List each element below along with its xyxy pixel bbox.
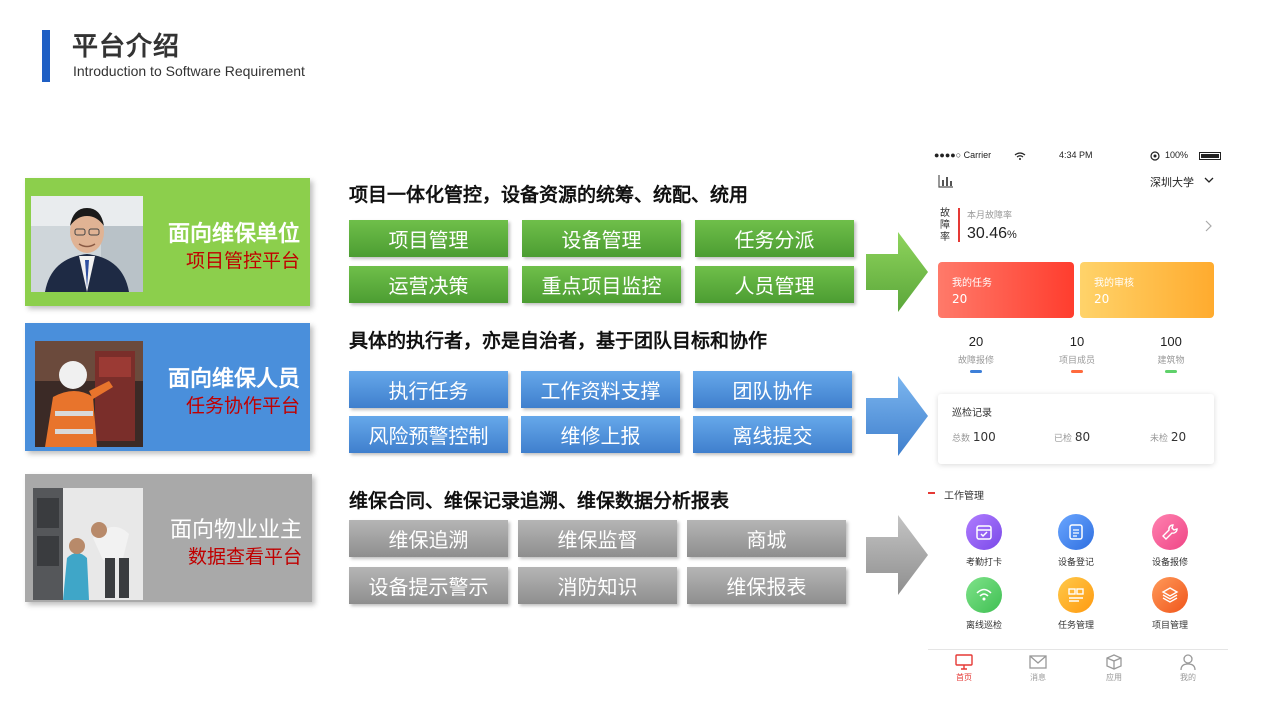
fault-side-label: 故障率 bbox=[940, 208, 950, 243]
work-item-label: 设备登记 bbox=[1057, 558, 1094, 568]
tab-bar: 首页 消息 应用 我的 bbox=[928, 649, 1228, 690]
card-title: 面向物业业主 bbox=[169, 518, 302, 543]
my-reviews-value: 20 bbox=[1094, 292, 1110, 306]
fault-label: 本月故障率 bbox=[967, 211, 1013, 221]
tab-home[interactable]: 首页 bbox=[939, 654, 989, 683]
status-battery: 100% bbox=[1165, 150, 1189, 160]
card-title: 面向维保人员 bbox=[167, 367, 300, 392]
feature-button[interactable]: 设备提示警示 bbox=[349, 567, 508, 604]
chevron-right-icon[interactable] bbox=[1205, 220, 1212, 232]
card-maintenance-staff: 面向维保人员 任务协作平台 bbox=[25, 323, 310, 451]
feature-button[interactable]: 离线提交 bbox=[693, 416, 852, 453]
chart-bars-icon[interactable] bbox=[938, 174, 954, 188]
feature-button[interactable]: 维保报表 bbox=[687, 567, 846, 604]
work-accent bbox=[928, 492, 935, 494]
feature-button[interactable]: 运营决策 bbox=[349, 266, 508, 303]
section-title-unit: 项目一体化管控，设备资源的统筹、统配、统用 bbox=[349, 184, 749, 206]
photo-businessman bbox=[31, 196, 143, 292]
my-reviews-label: 我的审核 bbox=[1094, 278, 1134, 289]
feature-button[interactable]: 维修上报 bbox=[521, 416, 680, 453]
work-item-label: 任务管理 bbox=[1057, 621, 1094, 631]
feature-button[interactable]: 执行任务 bbox=[349, 371, 508, 408]
work-item-label: 项目管理 bbox=[1151, 621, 1188, 631]
feature-button[interactable]: 任务分派 bbox=[695, 220, 854, 257]
title-accent-bar bbox=[42, 30, 50, 82]
box-icon bbox=[1106, 654, 1122, 670]
stat-buildings[interactable]: 100 建筑物 bbox=[1131, 334, 1211, 373]
work-title: 工作管理 bbox=[944, 491, 984, 502]
status-carrier: ●●●●○ Carrier bbox=[934, 150, 992, 160]
arrow-right-icon bbox=[866, 515, 928, 595]
feature-button[interactable]: 维保追溯 bbox=[349, 520, 508, 557]
battery-icon bbox=[1199, 152, 1221, 160]
feature-button[interactable]: 工作资料支撑 bbox=[521, 371, 680, 408]
my-tasks-card[interactable]: 我的任务 20 bbox=[938, 262, 1074, 318]
phone-mockup: ●●●●○ Carrier 4:34 PM 100% 深圳大学 故障率 本月故障… bbox=[928, 144, 1228, 690]
work-item-label: 设备报修 bbox=[1151, 558, 1188, 568]
patrol-record-card[interactable]: 巡检记录 总数 100 已检 80 未检 20 bbox=[938, 394, 1214, 464]
my-tasks-value: 20 bbox=[952, 292, 968, 306]
feature-button[interactable]: 维保监督 bbox=[518, 520, 677, 557]
tab-apps[interactable]: 应用 bbox=[1089, 654, 1139, 683]
my-tasks-label: 我的任务 bbox=[952, 278, 992, 289]
photo-technician bbox=[35, 341, 143, 447]
work-item-label: 考勤打卡 bbox=[965, 558, 1002, 568]
fault-accent-bar bbox=[958, 208, 960, 242]
section-title-owner: 维保合同、维保记录追溯、维保数据分析报表 bbox=[349, 490, 730, 512]
page-subtitle: Introduction to Software Requirement bbox=[73, 63, 305, 79]
feature-button[interactable]: 重点项目监控 bbox=[522, 266, 681, 303]
wifi-icon[interactable] bbox=[966, 577, 1002, 613]
register-icon[interactable] bbox=[1058, 514, 1094, 550]
lock-rotation-icon bbox=[1150, 151, 1160, 161]
layers-icon[interactable] bbox=[1152, 577, 1188, 613]
feature-button[interactable]: 消防知识 bbox=[518, 567, 677, 604]
section-title-staff: 具体的执行者，亦是自治者，基于团队目标和协作 bbox=[349, 330, 768, 352]
feature-button[interactable]: 设备管理 bbox=[522, 220, 681, 257]
patrol-total: 总数 100 bbox=[952, 430, 996, 444]
card-subtitle: 项目管控平台 bbox=[185, 250, 300, 272]
user-icon bbox=[1180, 654, 1196, 670]
tab-profile[interactable]: 我的 bbox=[1163, 654, 1213, 683]
wrench-icon[interactable] bbox=[1152, 514, 1188, 550]
calendar-check-icon[interactable] bbox=[966, 514, 1002, 550]
feature-button[interactable]: 人员管理 bbox=[695, 266, 854, 303]
patrol-title: 巡检记录 bbox=[952, 408, 992, 419]
stat-fault-reports[interactable]: 20 故障报修 bbox=[936, 334, 1016, 373]
monitor-icon bbox=[955, 654, 973, 670]
stat-project-members[interactable]: 10 项目成员 bbox=[1037, 334, 1117, 373]
photo-workers bbox=[33, 488, 143, 600]
card-subtitle: 任务协作平台 bbox=[185, 395, 300, 417]
chevron-down-icon[interactable] bbox=[1204, 177, 1214, 184]
my-reviews-card[interactable]: 我的审核 20 bbox=[1080, 262, 1214, 318]
feature-button[interactable]: 项目管理 bbox=[349, 220, 508, 257]
task-icon[interactable] bbox=[1058, 577, 1094, 613]
work-item-label: 离线巡检 bbox=[965, 621, 1002, 631]
page-title: 平台介绍 bbox=[72, 32, 181, 62]
card-subtitle: 数据查看平台 bbox=[187, 546, 302, 568]
patrol-unchecked: 未检 20 bbox=[1150, 430, 1187, 444]
feature-button[interactable]: 风险预警控制 bbox=[349, 416, 508, 453]
feature-button[interactable]: 商城 bbox=[687, 520, 846, 557]
status-time: 4:34 PM bbox=[1059, 150, 1093, 160]
fault-value: 30.46% bbox=[967, 225, 1017, 242]
mail-icon bbox=[1029, 655, 1047, 669]
feature-button[interactable]: 团队协作 bbox=[693, 371, 852, 408]
location-selector[interactable]: 深圳大学 bbox=[1150, 176, 1194, 189]
card-title: 面向维保单位 bbox=[167, 222, 300, 247]
tab-messages[interactable]: 消息 bbox=[1013, 654, 1063, 683]
arrow-right-icon bbox=[866, 376, 928, 456]
patrol-checked: 已检 80 bbox=[1054, 430, 1091, 444]
card-property-owner: 面向物业业主 数据查看平台 bbox=[25, 474, 312, 602]
arrow-right-icon bbox=[866, 232, 928, 312]
card-maintenance-unit: 面向维保单位 项目管控平台 bbox=[25, 178, 310, 306]
wifi-signal-icon bbox=[1014, 152, 1026, 160]
